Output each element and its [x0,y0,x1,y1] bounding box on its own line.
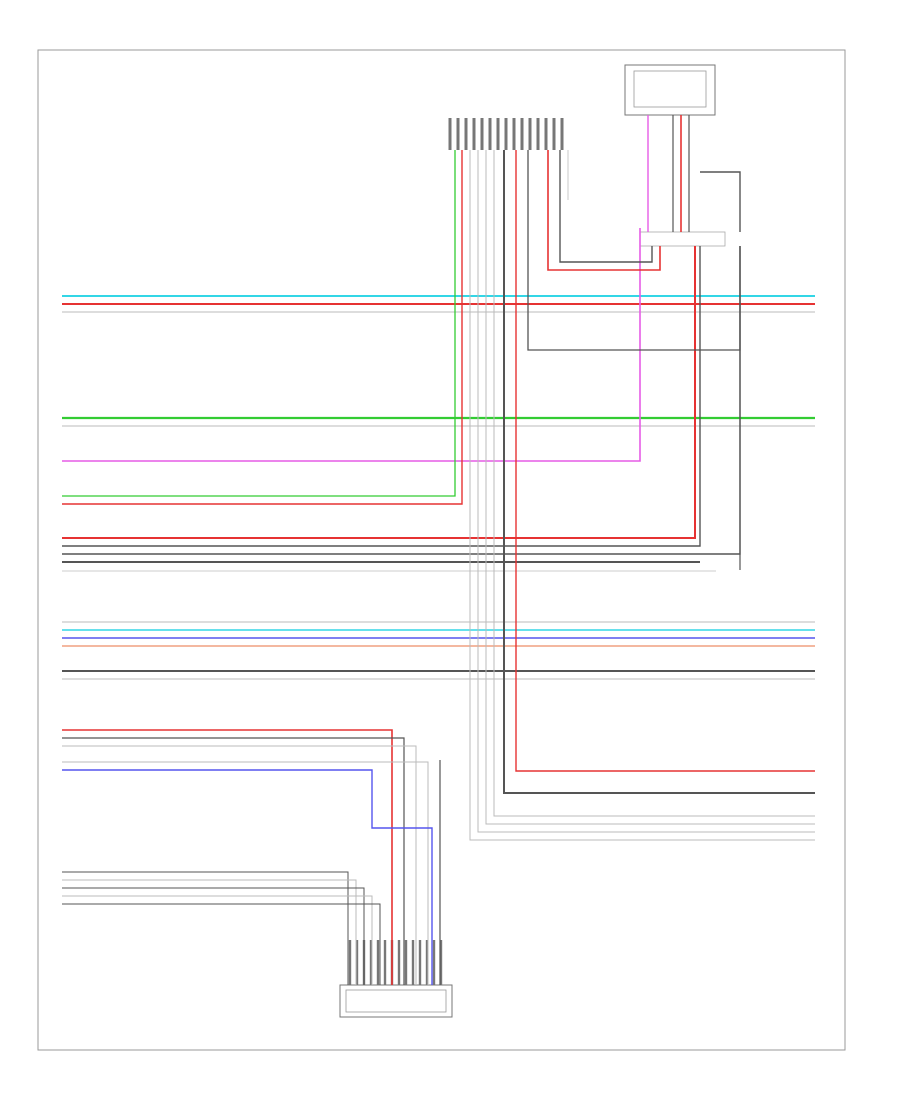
wire-grey-return-2 [477,150,815,833]
bottom-connector-pin [432,940,436,985]
wire-blue-lower [62,769,433,985]
wire-grey-return [469,150,815,841]
wire-dark-loop-2 [559,150,653,263]
wire-red-left [62,150,463,505]
top-connector-pins [448,118,564,150]
top-connector-pin [544,118,548,150]
bottom-connector-inner [345,989,447,1013]
wire-grey-lower [62,745,417,985]
wire-dark-mid-2 [62,246,741,555]
bottom-connector-pin [425,940,429,985]
top-connector-pin [528,118,532,150]
top-connector-pin [560,118,564,150]
top-connector-pin [504,118,508,150]
bottom-connector-pin [397,940,401,985]
diagram-frame [37,49,846,1051]
bottom-connector-pin [355,940,359,985]
bottom-connector-pin [369,940,373,985]
top-connector-pin [464,118,468,150]
wires [62,115,815,985]
top-connector-pin [512,118,516,150]
bottom-connector-pin [404,940,408,985]
top-right-component [624,64,716,116]
bottom-connector-pin [383,940,387,985]
wire-magenta-left [62,228,641,462]
bottom-connector-pin [348,940,352,985]
bottom-connector-pin [418,940,422,985]
wire-dark-lower [62,737,405,985]
wire-red-return [515,150,815,772]
wire-dark-return [503,150,815,794]
top-connector-pin [536,118,540,150]
top-connector-pin [488,118,492,150]
wire-bottom-left [62,887,365,985]
top-connector-pin [552,118,556,150]
intermediate-connector [639,231,726,247]
wire-red-lower [62,729,393,985]
wire-grey-return-3 [485,150,815,825]
wire-bottom-left [62,903,381,985]
top-connector-pin [496,118,500,150]
top-connector-pin [480,118,484,150]
top-connector-pin [520,118,524,150]
wire-bottom-left [62,895,373,985]
wire-bottom-left [62,879,357,985]
bottom-connector-pin [376,940,380,985]
wire-bottom-left [62,871,349,985]
top-connector-pin [448,118,452,150]
top-connector-pin [472,118,476,150]
wire-grey-lower-2 [62,761,429,985]
bottom-connector-pin [439,940,443,985]
wire-dark-box-3 [700,171,741,232]
wire-dark-mid [62,246,701,547]
wire-grey-return-4 [493,150,815,817]
top-right-component-inner [633,70,707,108]
wire-red-loop [547,150,661,271]
top-connector-pin [456,118,460,150]
wire-green-left [62,150,456,497]
bottom-connector-pin [411,940,415,985]
wire-red-mid [62,246,696,539]
